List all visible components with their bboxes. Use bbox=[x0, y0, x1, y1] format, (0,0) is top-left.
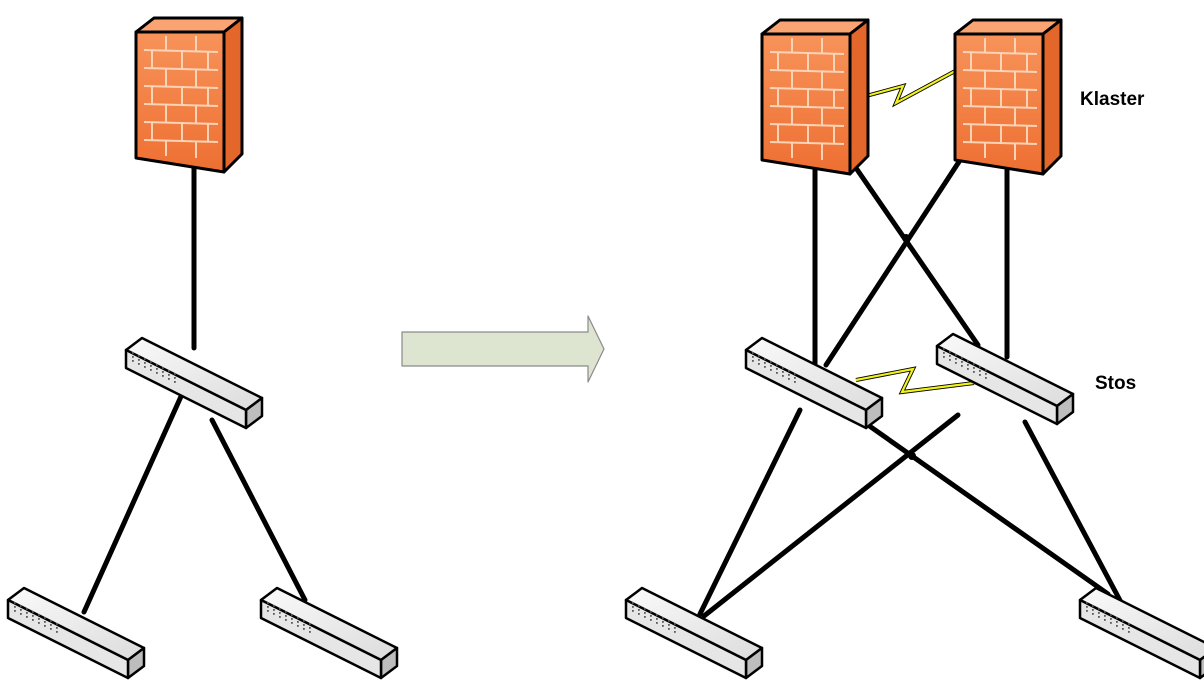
lightning-link-icon bbox=[855, 367, 975, 394]
stack-label: Stos bbox=[1095, 373, 1137, 394]
switch-icon bbox=[1078, 586, 1204, 680]
links-right bbox=[697, 145, 1126, 619]
link-fw2-to-sw1 bbox=[823, 145, 971, 368]
lightning-link-icon bbox=[865, 69, 958, 106]
links-left bbox=[81, 165, 308, 615]
cluster-label: Klaster bbox=[1080, 89, 1145, 110]
link-crossing-dot bbox=[902, 234, 910, 242]
link-sw2-to-access-right bbox=[1022, 419, 1126, 609]
right-arrow-icon bbox=[401, 315, 605, 383]
link-core-to-left-switch bbox=[81, 389, 186, 615]
link-sw2-to-access-left bbox=[701, 412, 961, 619]
switch-icon bbox=[124, 336, 264, 430]
link-fw1-to-sw2 bbox=[853, 165, 981, 348]
firewall-icon bbox=[760, 18, 870, 176]
switch-icon bbox=[6, 586, 146, 680]
firewall-icon bbox=[953, 18, 1063, 176]
switch-icon bbox=[259, 586, 399, 680]
firewall-icon bbox=[134, 16, 244, 174]
lightning-link-icon bbox=[865, 68, 958, 108]
switch-icon bbox=[624, 586, 764, 680]
link-sw1-to-access-left bbox=[697, 407, 803, 617]
link-crossing-dot bbox=[908, 452, 916, 460]
link-core-to-right-switch bbox=[209, 417, 308, 603]
